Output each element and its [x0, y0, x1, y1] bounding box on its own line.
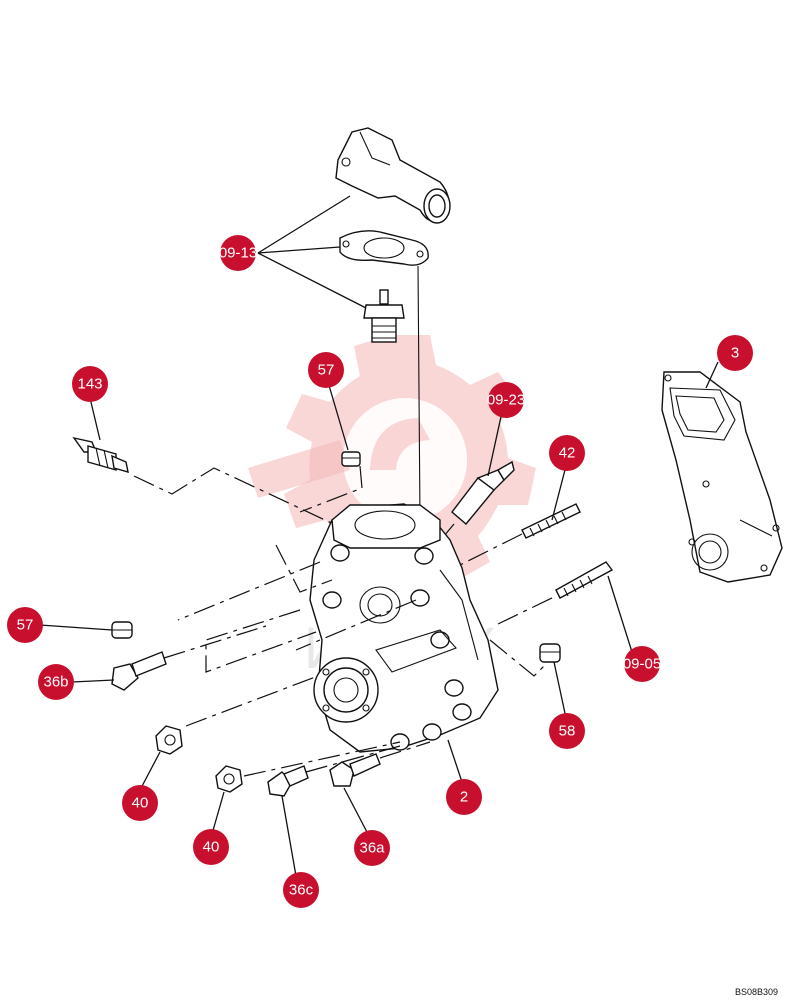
bolt-36a: [329, 753, 381, 787]
callout-label: 2: [460, 789, 468, 806]
callout-36c[interactable]: 36c: [283, 872, 319, 908]
callout-label: 57: [318, 362, 335, 379]
callout-36a[interactable]: 36a: [354, 830, 390, 866]
callout-label: 58: [559, 723, 576, 740]
callout-58[interactable]: 58: [549, 713, 585, 749]
callout-143[interactable]: 143: [72, 366, 108, 402]
callout-label: 09-05: [623, 656, 661, 673]
callout-label: 40: [203, 839, 220, 856]
water-pump-gasket-plate: [661, 371, 783, 583]
callout-36b[interactable]: 36b: [38, 664, 74, 700]
stud-upper: [521, 503, 581, 539]
callout-3[interactable]: 3: [717, 335, 753, 371]
callout-label: 09-23: [487, 392, 525, 409]
plug-upper: [341, 451, 361, 467]
callout-57-upper[interactable]: 57: [308, 352, 344, 388]
figure-reference-code: BS08B309: [734, 987, 778, 997]
temperature-sensor: [72, 436, 129, 473]
callout-label: 143: [77, 376, 102, 393]
callout-label: 40: [132, 795, 149, 812]
plug-58: [539, 643, 561, 663]
stud-lower: [555, 561, 614, 599]
callout-0913[interactable]: 09-13: [219, 235, 257, 271]
callout-label: 36a: [359, 840, 385, 857]
water-pump-body: [309, 503, 499, 753]
nut-40-upper: [155, 725, 183, 755]
temperature-switch: [451, 460, 515, 525]
callout-2[interactable]: 2: [446, 779, 482, 815]
callout-label: 42: [559, 445, 576, 462]
callout-42[interactable]: 42: [549, 435, 585, 471]
nut-40-lower: [215, 765, 243, 793]
callout-label: 09-13: [219, 245, 257, 262]
callout-label: 36c: [289, 882, 314, 899]
callout-label: 57: [17, 617, 34, 634]
callout-40-lower[interactable]: 40: [193, 829, 229, 865]
callout-label: 3: [731, 345, 739, 362]
bolt-36c: [267, 765, 309, 797]
callout-label: 36b: [43, 674, 68, 691]
thermostat-gasket: [339, 230, 429, 266]
callout-57-lower[interactable]: 57: [7, 607, 43, 643]
callout-0923[interactable]: 09-23: [487, 382, 525, 418]
bolt-36b: [111, 651, 167, 691]
callout-40-upper[interactable]: 40: [122, 785, 158, 821]
thermostat: [363, 289, 405, 343]
thermostat-housing-cover: [335, 127, 451, 224]
callout-0905[interactable]: 09-05: [623, 646, 661, 682]
plug-lower: [111, 621, 133, 639]
